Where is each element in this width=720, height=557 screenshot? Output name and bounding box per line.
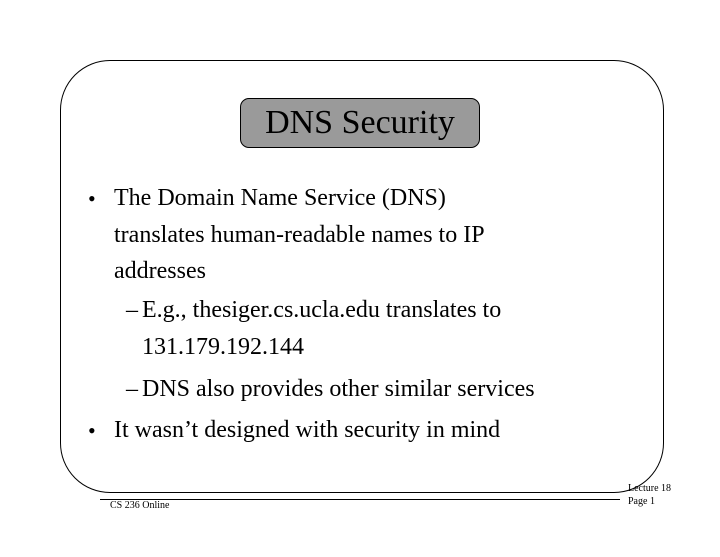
sub-bullet-2-line-1: DNS also provides other similar services xyxy=(142,376,535,402)
lecture-number: Lecture 18 xyxy=(628,483,672,494)
title-box: DNS Security xyxy=(240,98,480,148)
slide-frame xyxy=(60,60,664,493)
bullet-1-line-1: The Domain Name Service (DNS) xyxy=(114,185,446,211)
sub-bullet-marker: – xyxy=(126,297,138,323)
sub-bullet-marker: – xyxy=(126,376,138,402)
sub-bullet-1-line-2: 131.179.192.144 xyxy=(142,334,304,360)
bullet-marker: • xyxy=(88,186,96,211)
footer-rule xyxy=(100,499,620,500)
bullet-1-line-3: addresses xyxy=(114,258,206,284)
bullet-marker: • xyxy=(88,418,96,443)
bullet-2-line-1: It wasn’t designed with security in mind xyxy=(114,417,501,443)
bullet-1-line-2: translates human-readable names to IP xyxy=(114,222,485,248)
page-number: Page 1 xyxy=(628,496,655,507)
slide-title: DNS Security xyxy=(265,104,455,141)
page-info: Lecture 18 Page 1 xyxy=(628,482,671,508)
course-label: CS 236 Online xyxy=(110,500,170,511)
sub-bullet-1-line-1: E.g., thesiger.cs.ucla.edu translates to xyxy=(142,297,502,323)
